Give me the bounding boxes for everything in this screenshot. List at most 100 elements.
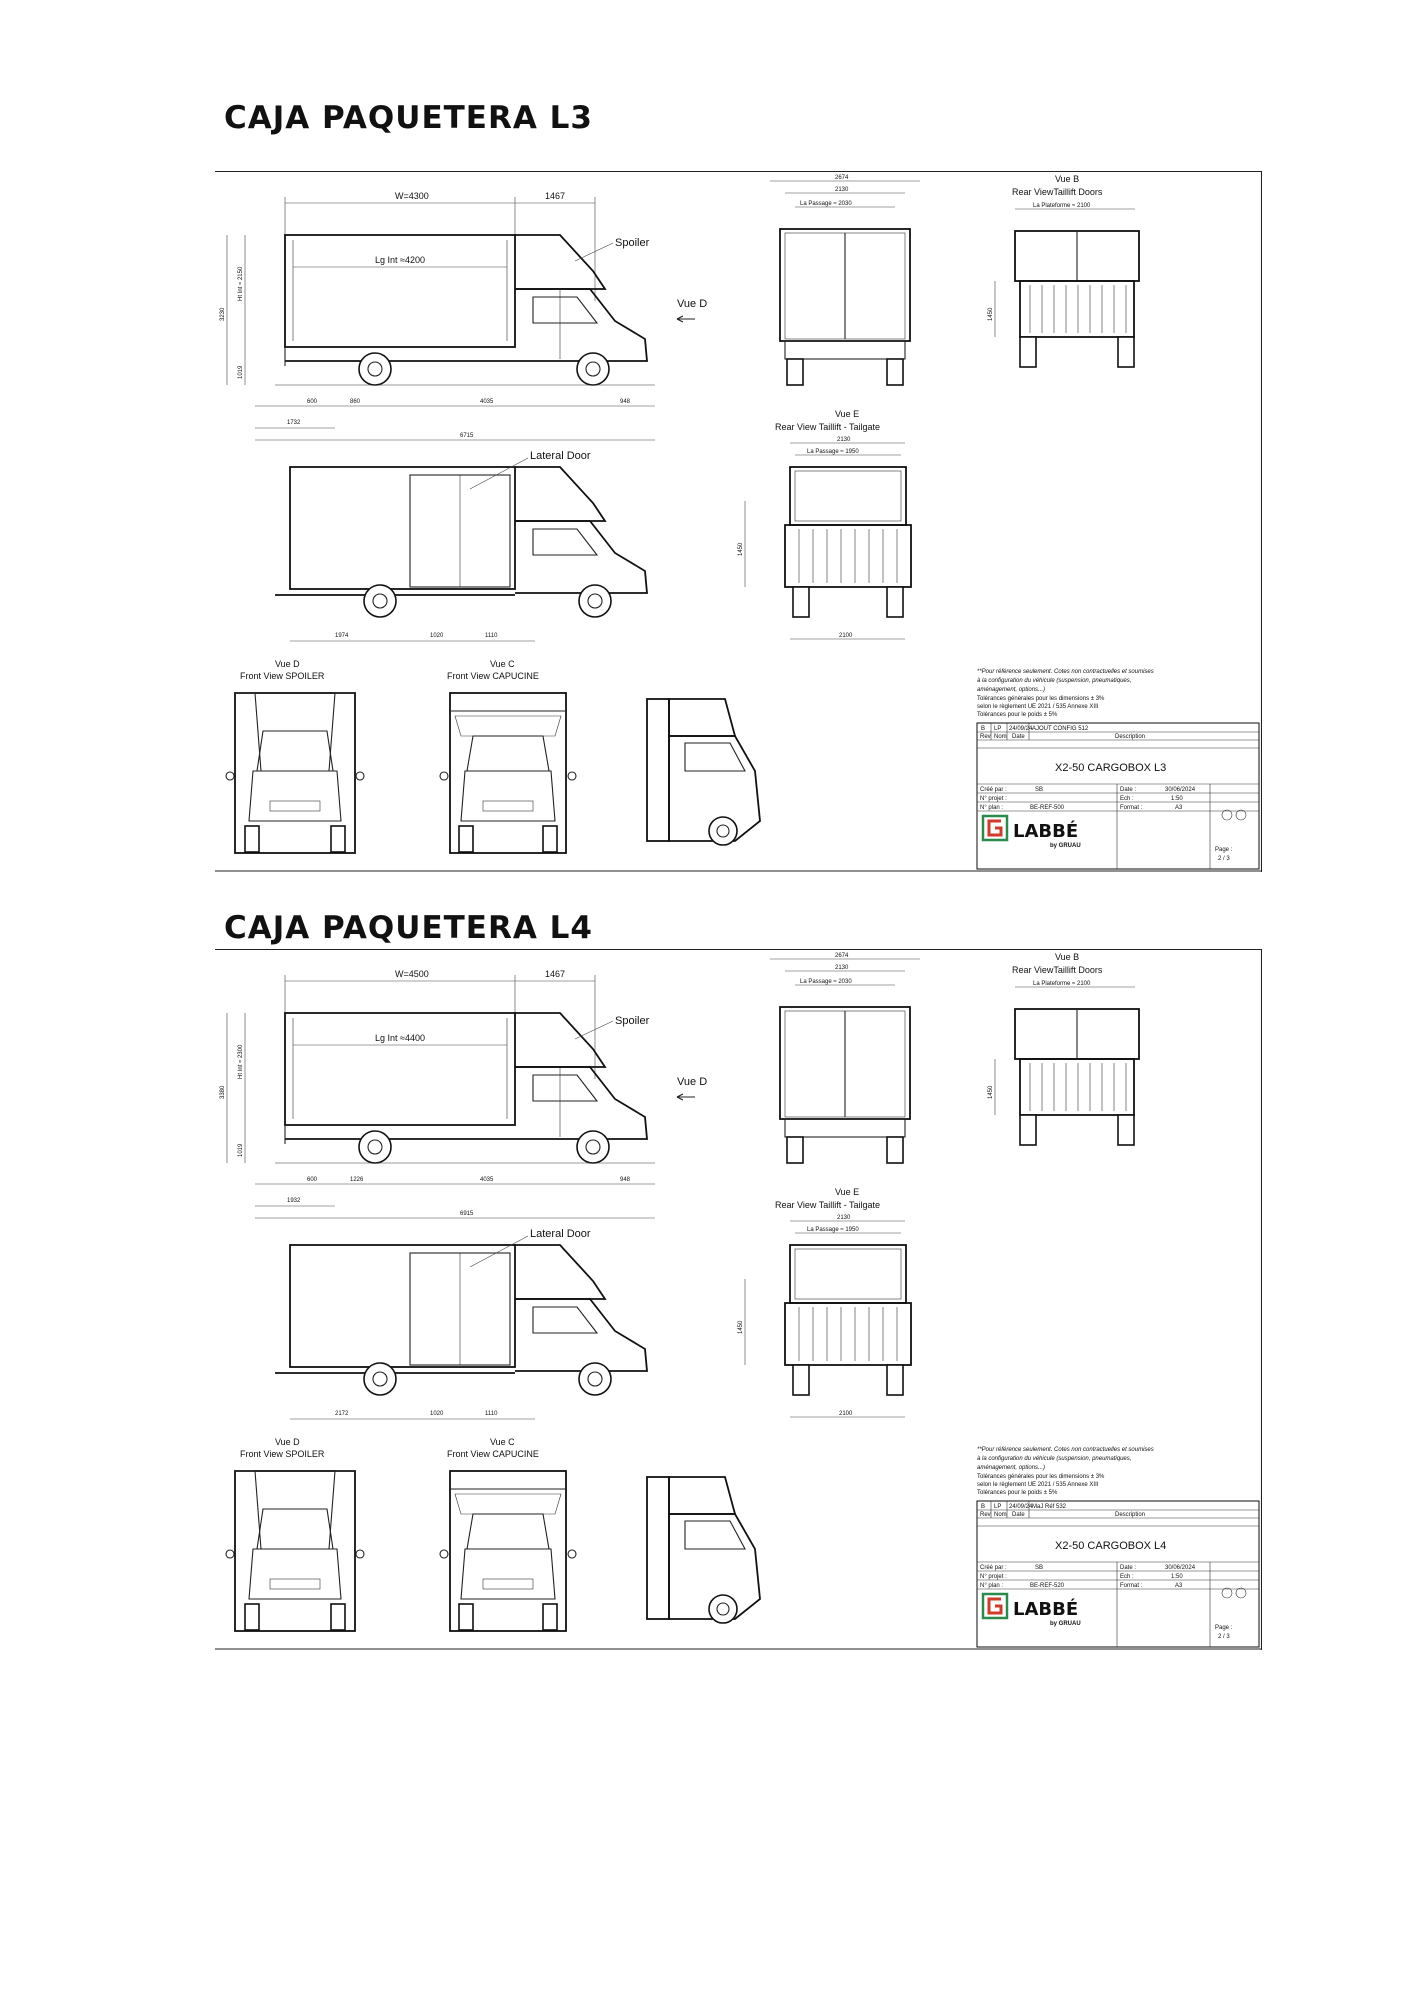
dim-cab-length: 1467: [545, 191, 565, 201]
cree-par-label: Créé par :: [980, 1565, 1007, 1571]
dim-floor-height: 1019: [238, 365, 244, 379]
rev-head-rev: Rev: [980, 1512, 991, 1518]
ech-label: Ech :: [1120, 1574, 1134, 1580]
date-value: 30/06/2024: [1165, 1565, 1196, 1571]
cab-window: [532, 296, 599, 324]
ech-value: 1:50: [1171, 796, 1183, 802]
front-view-spoiler: Vue D Front View SPOILER: [225, 659, 365, 854]
vue-e-view: Vue E Rear View Taillift - Tailgate 2130…: [738, 409, 912, 640]
rev-author: LP: [994, 1504, 1001, 1510]
labbe-logo-mark: [981, 1592, 1009, 1620]
note-line-6: Tolérances pour le poids ± 5%: [977, 712, 1058, 718]
note-line-4: Tolérances générales pour les dimensions…: [977, 1474, 1105, 1480]
rear-wheel-lateral: [363, 584, 397, 618]
dim-total-length: 6715: [460, 433, 474, 439]
dim-rear-length: 1732: [287, 420, 301, 426]
dim-rear-overhang: 1226: [350, 1177, 364, 1183]
cargo-box-lateral: [289, 1244, 516, 1368]
lateral-door-label: Lateral Door: [530, 1228, 591, 1240]
vue-b-subtitle: Rear ViewTaillift Doors: [1012, 965, 1103, 975]
rev-date: 24/09/24: [1009, 1504, 1033, 1510]
cargo-box-lateral: [289, 466, 516, 590]
cab-window: [532, 1074, 599, 1102]
page-value: 2 / 3: [1218, 1634, 1230, 1640]
side-view: W=4300 1467 Lg Int ≈4200 Spoiler 3230 Ht…: [220, 191, 707, 441]
rev-description: AJOUT CONFIG 512: [1032, 726, 1089, 732]
ech-label: Ech :: [1120, 796, 1134, 802]
brand-logo: LABBÉ: [1013, 1598, 1078, 1620]
dim-internal-height: Ht Int ≈ 2150: [238, 266, 244, 301]
note-line-3: aménagement, options...): [977, 687, 1045, 693]
front-d-subtitle: Front View SPOILER: [240, 1449, 325, 1459]
dim-lateral-offset: 2172: [335, 1411, 349, 1417]
rev-head-nom: Nom: [994, 734, 1007, 740]
dim-box-length: W=4300: [395, 191, 429, 201]
vue-e-view: Vue E Rear View Taillift - Tailgate 2130…: [738, 1187, 912, 1418]
note-line-1: **Pour référence seulement. Cotes non co…: [977, 1447, 1154, 1453]
dim-vue-e-passage: La Passage ≈ 1950: [807, 1227, 859, 1233]
technical-drawing: W=4300 1467 Lg Int ≈4200 Spoiler 3230 Ht…: [215, 171, 1262, 872]
vue-e-title: Vue E: [835, 1187, 859, 1197]
plan-label: N° plan :: [980, 805, 1003, 811]
drawing-title: X2-50 CARGOBOX L3: [1055, 762, 1166, 774]
vue-d-arrow-label: Vue D: [677, 298, 707, 310]
lateral-door-view: Lateral Door 1974 1020 1110: [275, 450, 648, 642]
rear-doors-view: 2674 2130 La Passage ≈ 2030: [770, 953, 920, 1164]
ech-value: 1:50: [1171, 1574, 1183, 1580]
rear-doors-view: 2674 2130 La Passage ≈ 2030: [770, 175, 920, 386]
vue-e-subtitle: Rear View Taillift - Tailgate: [775, 422, 880, 432]
plan-value: BE-REF-520: [1030, 1583, 1065, 1589]
front-wheel: [576, 1130, 610, 1164]
format-label: Format :: [1120, 1583, 1143, 1589]
front-c-subtitle: Front View CAPUCINE: [447, 1449, 539, 1459]
rev-head-date: Date: [1012, 1512, 1025, 1518]
dim-floor-height: 1019: [238, 1143, 244, 1157]
cree-par-value: SB: [1035, 1565, 1043, 1571]
vue-b-title: Vue B: [1055, 952, 1079, 962]
page-label: Page :: [1215, 847, 1233, 853]
cree-par-label: Créé par :: [980, 787, 1007, 793]
dim-overhang: 600: [307, 1177, 318, 1183]
dim-door-width: 1110: [485, 633, 498, 639]
front-view-spoiler: Vue D Front View SPOILER: [225, 1437, 365, 1632]
format-label: Format :: [1120, 805, 1143, 811]
front-c-title: Vue C: [490, 1437, 515, 1447]
vue-b-subtitle: Rear ViewTaillift Doors: [1012, 187, 1103, 197]
dim-vue-b-height: 1450: [988, 1085, 994, 1099]
vue-b-view: Vue B Rear ViewTaillift Doors La Platefo…: [988, 952, 1140, 1146]
rev-head-description: Description: [1115, 1512, 1145, 1518]
dim-rear-width: 2674: [835, 175, 849, 181]
dim-vue-e-inner: 2130: [837, 437, 851, 443]
front-c-title: Vue C: [490, 659, 515, 669]
dim-plateforme: La Plateforme ≈ 2100: [1033, 203, 1091, 209]
dim-rear-inner: 2130: [835, 187, 849, 193]
spoiler: [515, 234, 607, 290]
cab-perspective-view: [646, 698, 761, 846]
dim-vue-e-bottom: 2100: [839, 633, 853, 639]
rear-wheel-lateral: [363, 1362, 397, 1396]
projet-label: N° projet :: [980, 796, 1007, 802]
spoiler: [515, 1012, 607, 1068]
dim-rear-passage: La Passage ≈ 2030: [800, 201, 852, 207]
plan-label: N° plan :: [980, 1583, 1003, 1589]
dim-vue-e-bottom: 2100: [839, 1411, 853, 1417]
rear-wheel: [358, 352, 392, 386]
dim-wheelbase: 4035: [480, 1177, 494, 1183]
dim-door-offset: 1020: [430, 633, 444, 639]
brand-sub: by GRUAU: [1050, 843, 1081, 849]
tailgate: [784, 1302, 912, 1366]
page-value: 2 / 3: [1218, 856, 1230, 862]
vue-e-subtitle: Rear View Taillift - Tailgate: [775, 1200, 880, 1210]
drawing-sheet-l4: W=4500 1467 Lg Int ≈4400 Spoiler 3380 Ht…: [215, 949, 1262, 1650]
dim-vue-b-height: 1450: [988, 307, 994, 321]
dim-vue-e-height: 1450: [738, 542, 744, 556]
date-label: Date :: [1120, 1565, 1136, 1571]
rev-letter: B: [981, 726, 985, 732]
notes: **Pour référence seulement. Cotes non co…: [977, 1447, 1154, 1496]
cargo-box: [284, 1012, 516, 1126]
notes: **Pour référence seulement. Cotes non co…: [977, 669, 1154, 718]
tail-lift-platform: [1019, 1058, 1135, 1116]
dim-rear-overhang: 860: [350, 399, 361, 405]
front-wheel-lateral: [578, 1362, 612, 1396]
sheet-heading-l4: CAJA PAQUETERA L4: [224, 910, 593, 946]
